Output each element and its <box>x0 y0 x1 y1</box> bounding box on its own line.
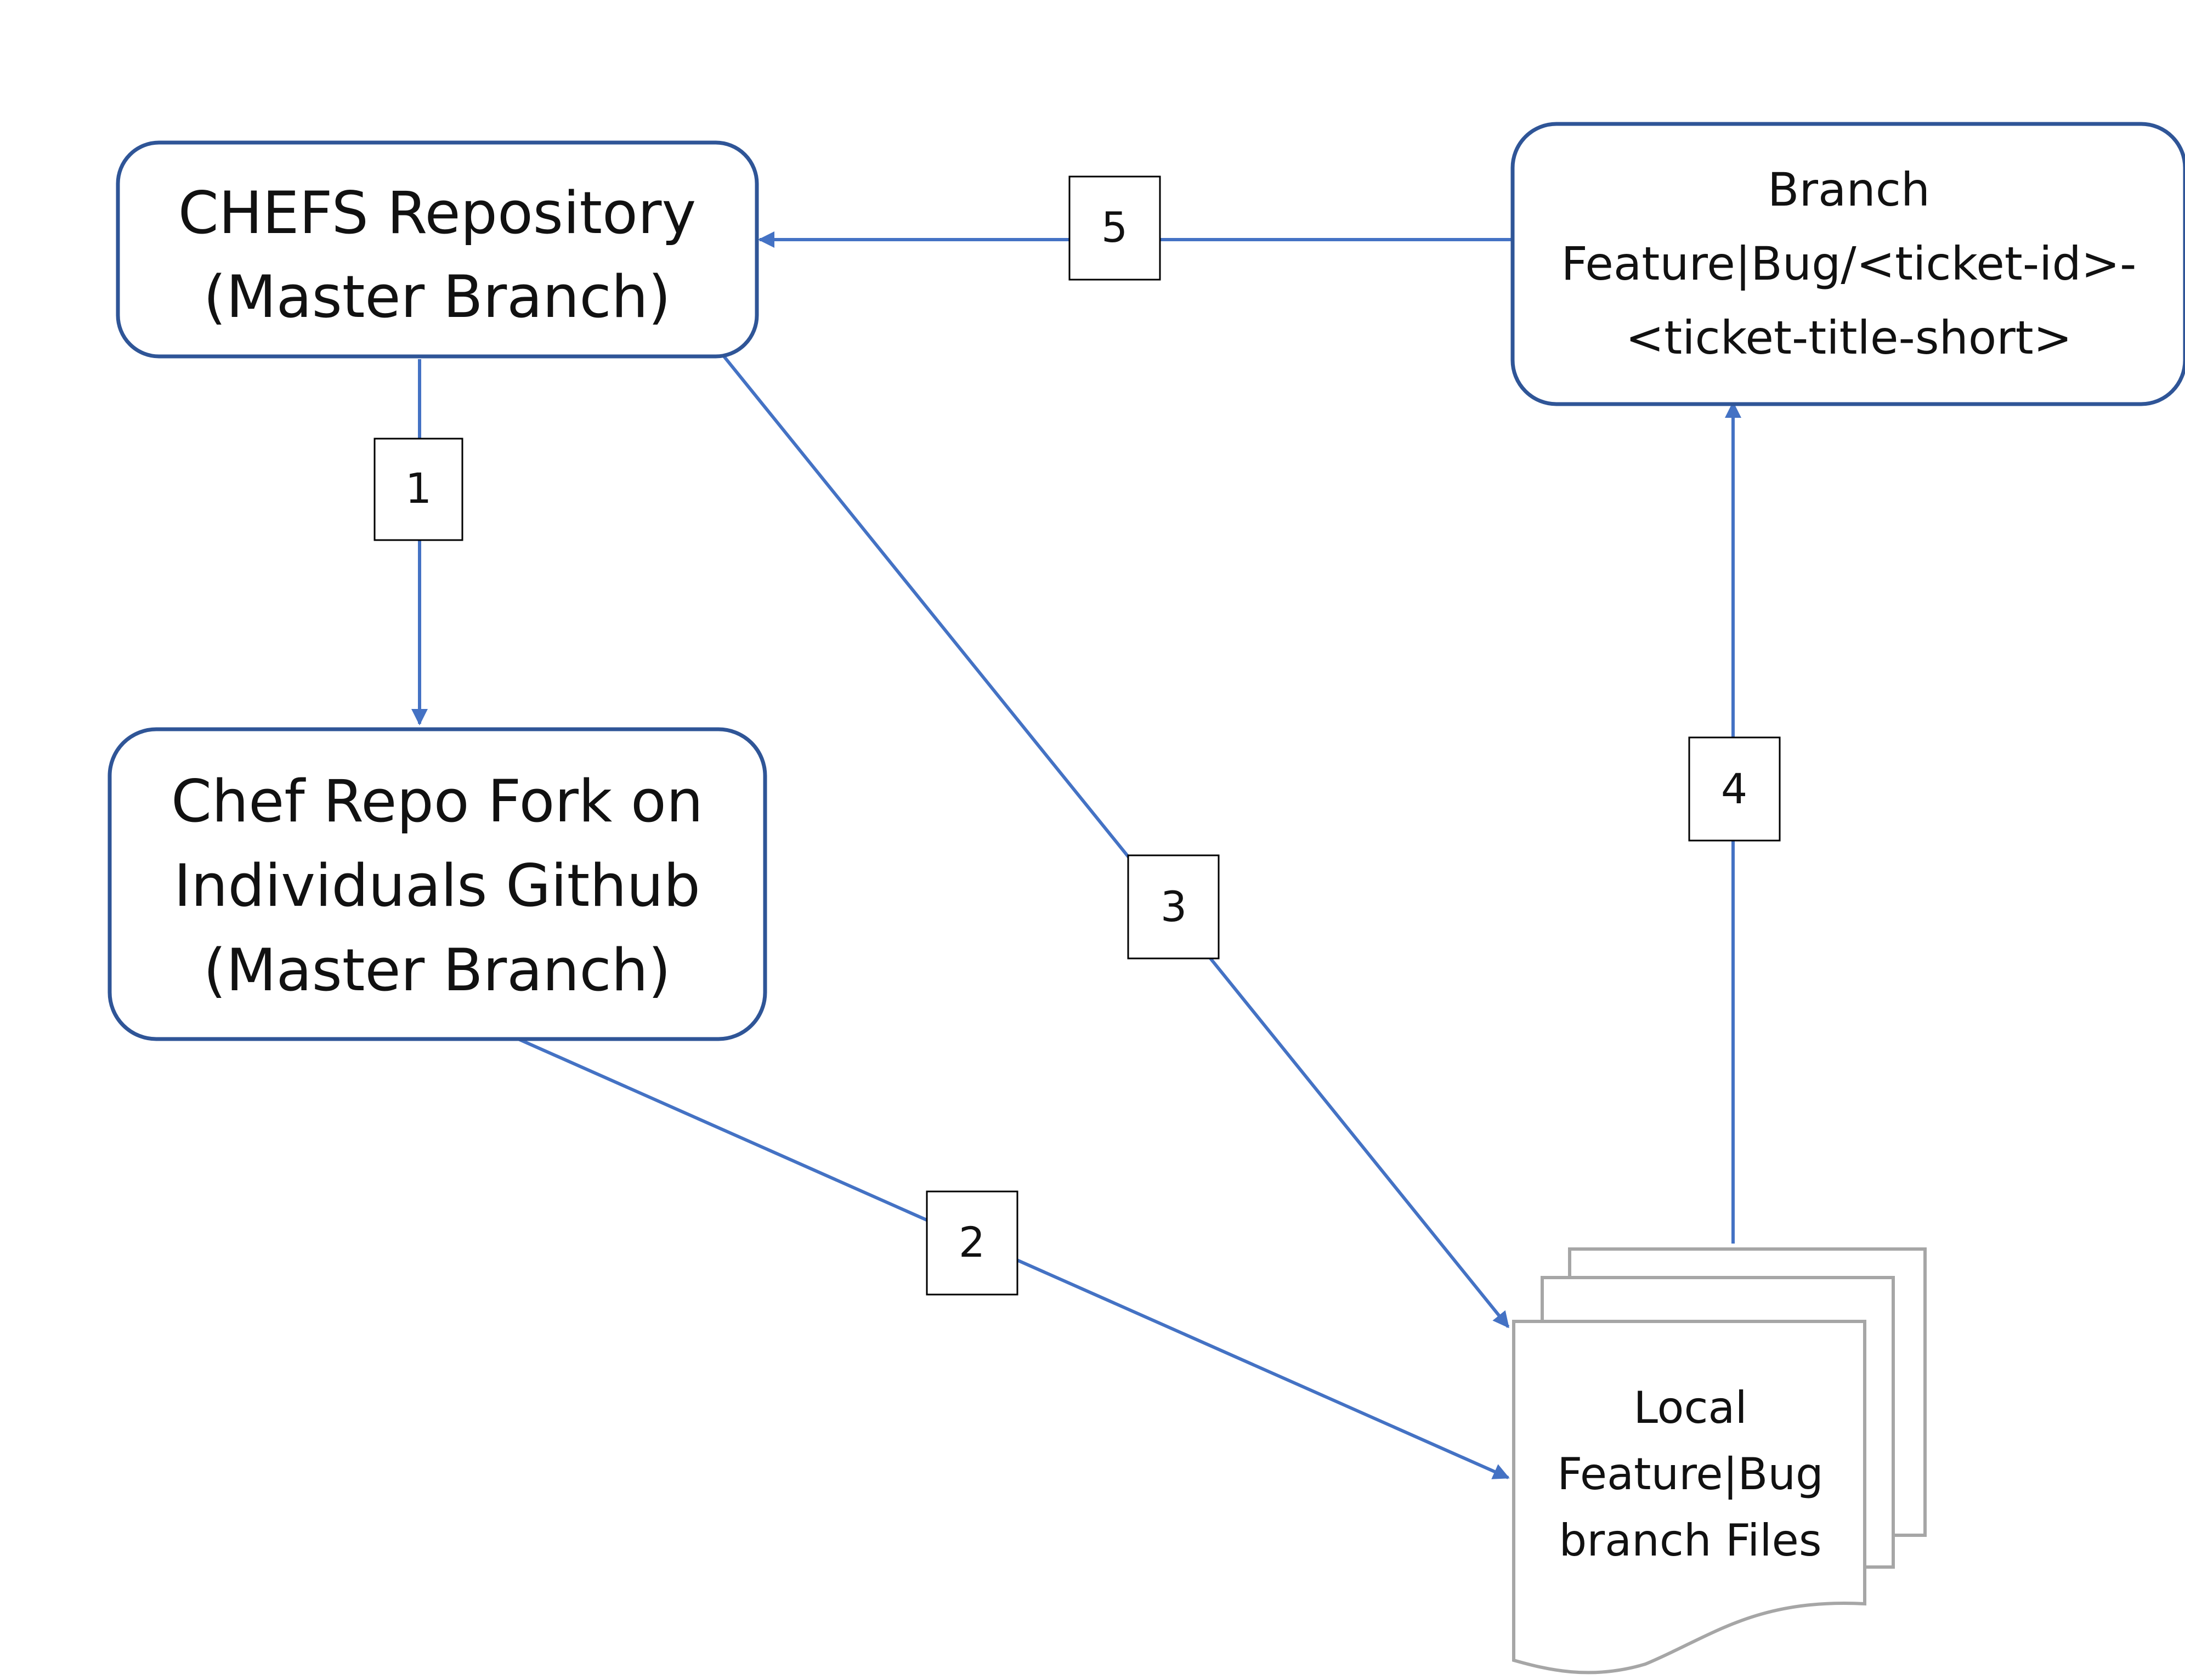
step-label-5: 5 <box>1068 175 1161 281</box>
node-chef-repo-fork: Chef Repo Fork on Individuals Github (Ma… <box>107 727 767 1041</box>
step-label-4-text: 4 <box>1721 764 1747 813</box>
step-label-2-text: 2 <box>959 1218 985 1267</box>
node-local-files-line-2: Feature|Bug <box>1557 1449 1824 1500</box>
node-branch-line-3: <ticket-title-short> <box>1626 311 2072 365</box>
step-label-2: 2 <box>926 1190 1018 1296</box>
step-label-1-text: 1 <box>405 464 432 513</box>
node-branch-line-1: Branch <box>1768 163 1930 217</box>
arrow-step-3 <box>722 355 1510 1329</box>
step-label-5-text: 5 <box>1101 203 1128 252</box>
step-label-3-text: 3 <box>1161 882 1187 931</box>
node-chefs-repository-line-1: CHEFS Repository <box>178 179 696 247</box>
node-chefs-repository: CHEFS Repository (Master Branch) <box>116 140 759 359</box>
document-front <box>1512 1320 1866 1675</box>
node-local-files-line-3: branch Files <box>1559 1515 1821 1566</box>
step-label-3: 3 <box>1127 854 1220 960</box>
node-chef-repo-fork-line-1: Chef Repo Fork on <box>171 768 703 835</box>
node-chef-repo-fork-line-2: Individuals Github <box>174 852 700 920</box>
node-chef-repo-fork-line-3: (Master Branch) <box>203 937 671 1004</box>
node-local-files: Local Feature|Bug branch Files <box>1512 1247 1927 1675</box>
node-chefs-repository-line-2: (Master Branch) <box>203 263 671 331</box>
node-local-files-line-1: Local <box>1633 1382 1747 1433</box>
step-label-4: 4 <box>1688 736 1781 842</box>
node-branch: Branch Feature|Bug/<ticket-id>- <ticket-… <box>1510 122 2185 406</box>
step-label-1: 1 <box>373 438 463 541</box>
node-branch-line-2: Feature|Bug/<ticket-id>- <box>1561 237 2137 291</box>
